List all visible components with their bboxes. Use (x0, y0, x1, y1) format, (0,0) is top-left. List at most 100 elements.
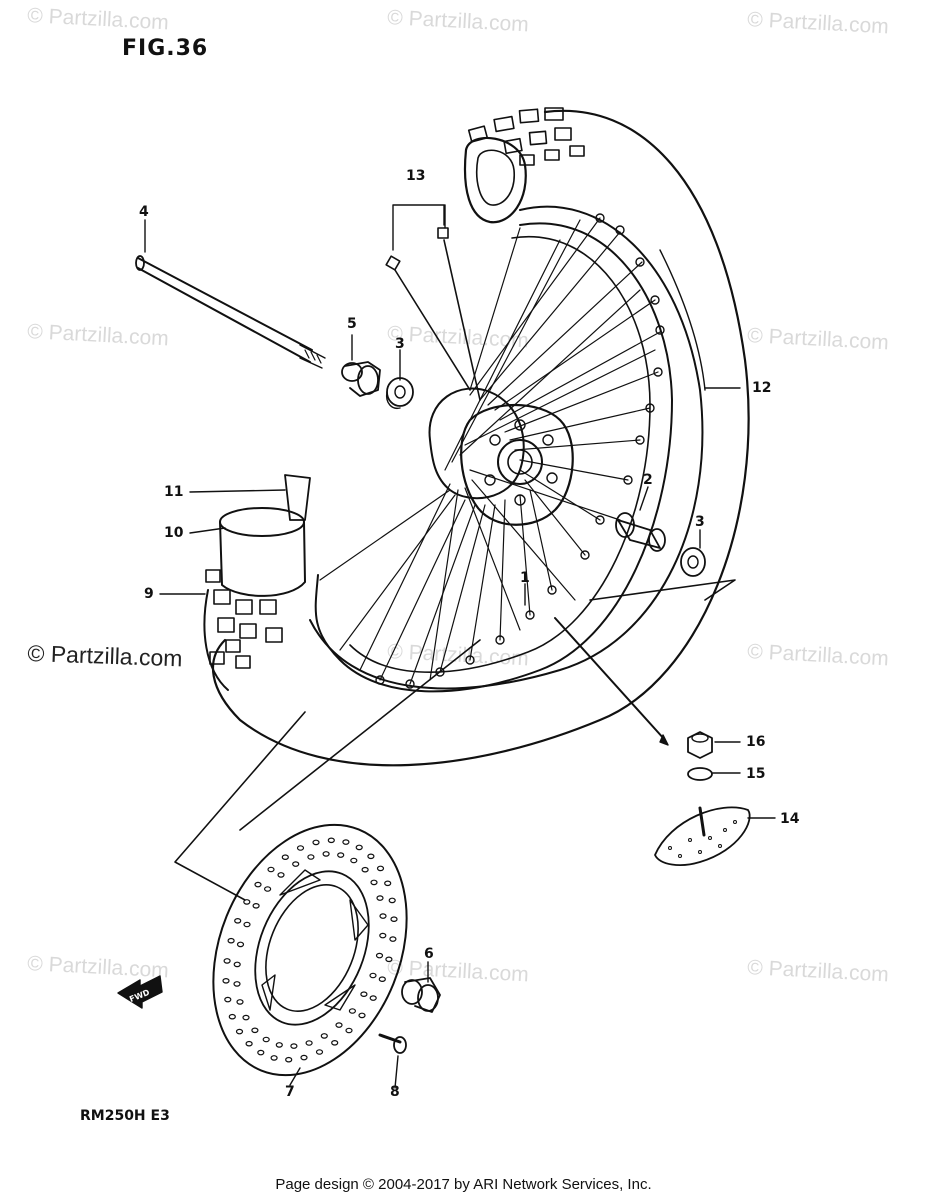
forward-arrow-icon (117, 975, 163, 1009)
spacer-right (615, 512, 666, 552)
disc-hole (369, 972, 377, 979)
disc-hole (375, 952, 384, 959)
disc-hole (292, 861, 300, 867)
tube-cutaway (203, 474, 311, 691)
callout-10: 10 (164, 525, 184, 541)
disc-hole (242, 1014, 250, 1021)
nut (687, 731, 713, 759)
callout-14: 14 (780, 811, 800, 827)
disc-hole (370, 879, 378, 886)
disc-hole (245, 1040, 253, 1047)
collar (341, 361, 381, 397)
disc-hole (378, 976, 386, 983)
callout-3-left: 3 (395, 336, 405, 352)
disc-hole (379, 913, 387, 919)
spokes (319, 217, 661, 685)
washer (687, 767, 713, 781)
disc-hole (300, 1054, 308, 1061)
disc-hole (243, 899, 251, 905)
disc-hole (222, 977, 230, 984)
disc-hole (376, 895, 384, 901)
tire (211, 107, 750, 767)
disc-hole (331, 1040, 339, 1046)
disc-hole (384, 880, 392, 887)
disc-hole (389, 936, 397, 942)
spoke-parts (385, 227, 481, 401)
disc-hole (388, 897, 396, 904)
bearing-left (385, 377, 414, 410)
disc-hole (296, 845, 305, 851)
disc-hole (327, 837, 335, 844)
disc-hole (285, 1056, 293, 1063)
callout-3-right: 3 (695, 514, 705, 530)
leader-lines (144, 204, 776, 1089)
disc-hole (367, 853, 375, 860)
hub (428, 387, 574, 526)
callout-7: 7 (285, 1084, 295, 1100)
disc-hole (305, 1040, 313, 1046)
callout-15: 15 (746, 766, 766, 782)
model-code: RM250H E3 (80, 1108, 170, 1124)
disc-hole (243, 921, 251, 928)
callout-9: 9 (144, 586, 154, 602)
disc-hole (355, 844, 363, 851)
disc-hole (360, 991, 368, 998)
disc-hole (358, 1012, 366, 1019)
disc-hole (350, 857, 358, 864)
disc-hole (233, 961, 241, 968)
disc-hole (223, 958, 231, 964)
disc-hole (277, 872, 285, 878)
disc-hole (236, 999, 244, 1005)
disc-hole (224, 996, 232, 1003)
disc-hole (345, 1027, 353, 1034)
front-spacer (401, 977, 441, 1013)
disc-hole (227, 937, 235, 944)
disc-hole (290, 1043, 298, 1049)
disc-hole (270, 1055, 278, 1061)
callout-11: 11 (164, 484, 184, 500)
callout-16: 16 (746, 734, 766, 750)
disc-hole (257, 1049, 265, 1056)
disc-hole (275, 1042, 283, 1048)
disc-hole (315, 1049, 324, 1055)
page-footer: Page design © 2004-2017 by ARI Network S… (275, 1176, 652, 1193)
disc-hole (262, 1036, 270, 1043)
callout-8: 8 (390, 1084, 400, 1100)
disc-hole (369, 995, 377, 1001)
callout-13-bracket (392, 204, 445, 251)
disc-hole (385, 956, 393, 963)
disc-hole (307, 854, 315, 860)
disc-hole (254, 881, 262, 888)
disc-hole (264, 886, 272, 892)
callout-12: 12 (752, 380, 772, 396)
callout-4: 4 (139, 204, 149, 220)
callout-1: 1 (520, 570, 530, 586)
disc-hole (236, 941, 245, 948)
disc-hole (251, 1027, 259, 1034)
assembly-outline (174, 579, 736, 901)
disc-hole (320, 1033, 328, 1039)
bearing-right (680, 547, 706, 577)
disc-hole (252, 902, 260, 909)
disc-hole (376, 865, 385, 872)
disc-bolt (378, 1033, 407, 1054)
callout-2: 2 (643, 472, 653, 488)
disc-hole (361, 866, 369, 873)
brake-disc (212, 823, 408, 1077)
disc-hole (312, 839, 320, 846)
disc-hole (234, 917, 242, 924)
disc-hole (281, 854, 289, 861)
disc-hole (337, 852, 345, 858)
disc-hole (235, 1028, 244, 1035)
figure-title: FIG.36 (122, 36, 209, 61)
disc-hole (233, 981, 241, 987)
disc-hole (335, 1022, 343, 1028)
callout-5: 5 (347, 316, 357, 332)
disc-hole (228, 1013, 236, 1020)
callout-13: 13 (406, 168, 426, 184)
partzilla-watermark: © Partzilla.com (27, 640, 183, 672)
axle (135, 255, 326, 369)
disc-hole (342, 839, 350, 845)
disc-hole (267, 866, 275, 873)
